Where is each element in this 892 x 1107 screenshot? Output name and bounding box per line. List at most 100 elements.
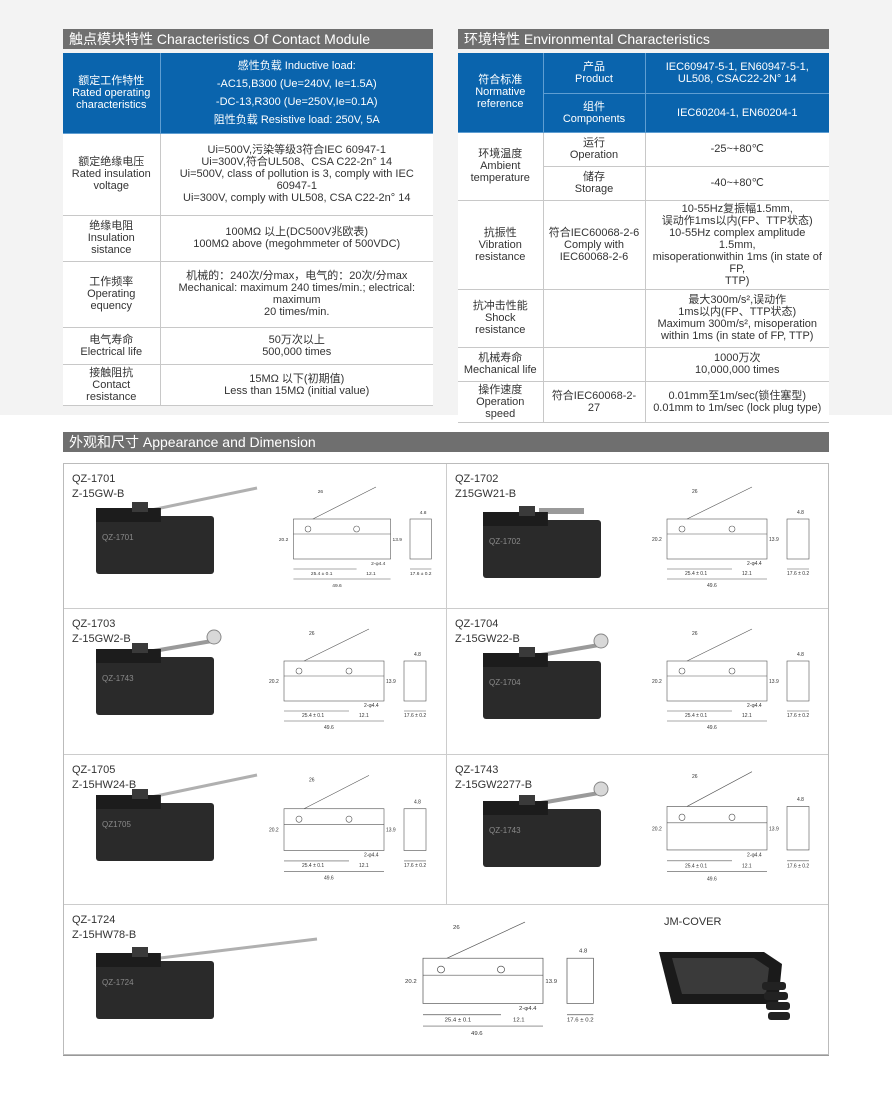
svg-text:13.9: 13.9 [769,537,779,543]
row-value: 20 times/min. [264,306,330,318]
row-value: 500,000 times [262,345,332,358]
svg-text:QZ-1743: QZ-1743 [102,674,134,683]
svg-text:4.8: 4.8 [579,949,587,955]
row-value: Less than 15MΩ (initial value) [224,384,370,397]
svg-text:49.6: 49.6 [332,583,342,589]
grid-divider [64,754,828,755]
jm-cover-image [659,952,790,1020]
standard-text: IEC60068-2-6 [559,250,629,263]
svg-text:26: 26 [309,778,315,784]
model-code: QZ-1705 [72,764,116,776]
svg-text:QZ-1743: QZ-1743 [489,826,521,835]
svg-text:20.2: 20.2 [405,979,417,985]
switch-photo: QZ-1743 [96,629,222,715]
svg-text:20.2: 20.2 [269,828,279,834]
row-value: 0.01mm to 1m/sec (lock plug type) [653,401,822,414]
row-label-en: temperature [470,172,530,184]
svg-text:13.9: 13.9 [386,679,396,685]
row-label-cn: 额定绝缘电压 [78,156,145,168]
standard-text: 符合IEC60068-2-6 [548,226,640,239]
row-label-en: Operating equency [87,288,136,312]
svg-text:20.2: 20.2 [652,826,662,832]
sub-label-en: Components [562,112,626,125]
row-label-cn: 接触阻抗 [89,366,134,379]
svg-text:26: 26 [692,489,698,495]
svg-text:25.4 ± 0.1: 25.4 ± 0.1 [685,713,707,719]
row-label-en: Contact resistance [86,378,137,403]
row-label-cn: 操作速度 [478,383,523,396]
row-label-en: resistance [475,250,526,263]
svg-text:49.6: 49.6 [324,725,334,731]
svg-text:2-φ4.4: 2-φ4.4 [747,561,762,567]
sub-label-cn: 储存 [583,171,605,183]
row-value: 误动作1ms以内(FP、TTP状态) [661,214,813,227]
svg-text:2-φ4.4: 2-φ4.4 [519,1006,537,1012]
row-label-cn: 符合标准 [478,74,523,87]
grid-divider [64,904,828,905]
row-value: Ui=500V,污染等级3符合IEC 60947-1 [207,144,386,156]
row-value: IEC60204-1, EN60204-1 [677,106,798,119]
svg-text:12.1: 12.1 [513,1018,525,1024]
row-value: UL508, CSAC22-2N° 14 [677,72,797,85]
row-value: misoperationwithin 1ms (in state of FP, [652,250,822,275]
sub-label-en: Operation [569,149,619,161]
svg-text:12.1: 12.1 [742,571,752,577]
row-label-cn: 抗冲击性能 [472,300,528,312]
row-value: -40~+80℃ [645,166,829,201]
svg-text:20.2: 20.2 [269,679,279,685]
svg-text:17.6 ± 0.2: 17.6 ± 0.2 [410,571,432,577]
contact-section-title: 触点模块特性 Characteristics Of Contact Module [63,29,433,49]
row-value: Ui=300V, comply with UL508, CSA C22-2n° … [183,192,411,204]
model-code: QZ-1702 [455,473,499,485]
sub-label-en: Storage [574,183,614,195]
row-value: -AC15,B300 (Ue=240V, Ie=1.5A) [216,77,377,90]
svg-text:4.8: 4.8 [414,799,421,805]
row-label-cn: 额定工作特性 [78,74,145,87]
row-value: -25~+80℃ [645,132,829,167]
svg-text:26: 26 [318,489,324,495]
svg-text:12.1: 12.1 [742,863,752,869]
svg-text:17.6 ± 0.2: 17.6 ± 0.2 [567,1018,594,1024]
svg-text:12.1: 12.1 [742,713,752,719]
model-code: QZ-1743 [455,764,499,776]
svg-text:4.8: 4.8 [420,510,427,516]
row-value: TTP) [725,274,750,287]
row-value: 10-55Hz complex amplitude 1.5mm, [669,226,806,251]
svg-text:4.8: 4.8 [797,652,804,658]
row-value: 10-55Hz复振幅1.5mm, [681,202,793,215]
svg-text:QZ-1702: QZ-1702 [489,537,521,546]
sub-label-cn: 组件 [583,100,605,113]
row-label-cn: 绝缘电阻 [89,220,134,232]
svg-text:12.1: 12.1 [359,863,369,869]
row-label-en: Electrical life [80,345,143,358]
row-label-en: Ambient [480,160,521,172]
row-label-en: Vibration [478,238,522,251]
svg-text:26: 26 [692,631,698,637]
row-value: Ui=500V, class of pollution is 3, comply… [179,168,414,192]
svg-text:17.6 ± 0.2: 17.6 ± 0.2 [404,863,426,869]
standard-text: Comply with [564,238,624,251]
grid-divider [446,464,447,904]
appearance-section-title: 外观和尺寸 Appearance and Dimension [63,432,829,452]
svg-text:13.9: 13.9 [393,537,403,543]
